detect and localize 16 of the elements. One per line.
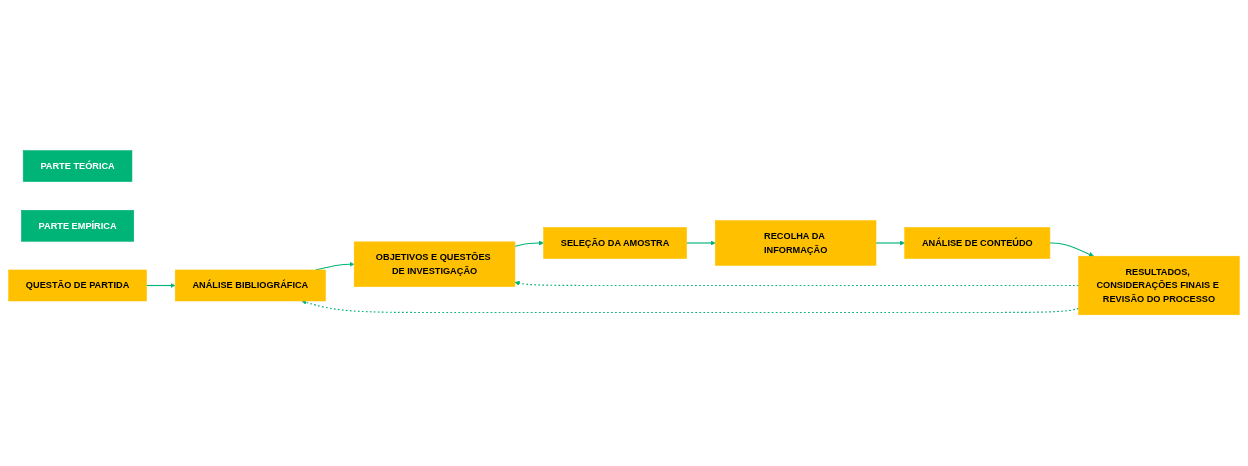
node-box: ANÁLISE DE CONTEÚDO xyxy=(904,227,1051,260)
arrow xyxy=(301,300,1080,314)
arrow xyxy=(686,240,716,246)
arrow xyxy=(514,281,1080,287)
node-box: OBJETIVOS E QUESTÕES DE INVESTIGAÇÃO xyxy=(353,241,516,288)
arrow xyxy=(1049,242,1094,257)
node-box: PARTE EMPÍRICA xyxy=(21,210,135,242)
arrow xyxy=(514,240,544,248)
node-box: ANÁLISE BIBLIOGRÁFICA xyxy=(174,270,326,302)
arrow xyxy=(145,283,176,289)
node-box: PARTE TEÓRICA xyxy=(22,150,133,183)
node-box: RECOLHA DA INFORMAÇÃO xyxy=(715,220,877,266)
node-box: RESULTADOS, CONSIDERAÇÕES FINAIS E REVISÃO DO PROCESSO xyxy=(1078,256,1240,316)
arrow xyxy=(875,240,905,246)
node-box: SELEÇÃO DA AMOSTRA xyxy=(543,227,687,260)
node-box: QUESTÃO DE PARTIDA xyxy=(8,270,147,302)
